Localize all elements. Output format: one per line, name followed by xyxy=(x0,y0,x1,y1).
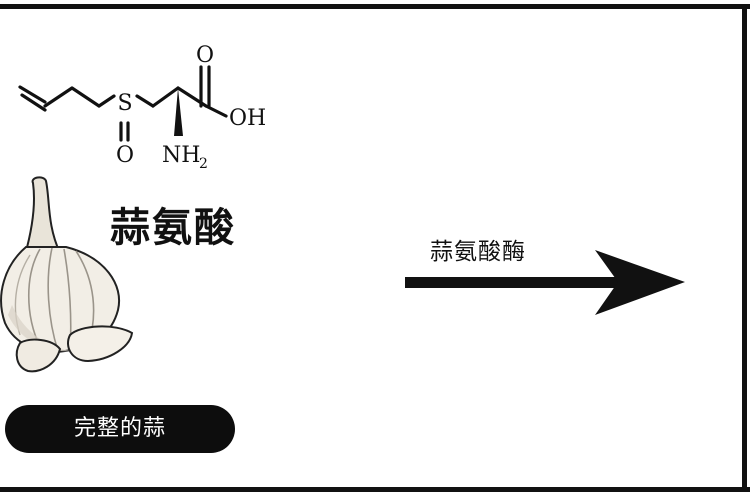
hydroxyl-group: OH xyxy=(229,106,266,131)
allyl-bond-1 xyxy=(43,86,74,108)
amine-group: NH xyxy=(162,143,200,168)
enzyme-label: 蒜氨酸酶 xyxy=(430,239,526,265)
alliin-structure: S O O OH NH 2 xyxy=(18,43,266,172)
c-oh-bond xyxy=(204,104,228,118)
wedge-bond xyxy=(174,88,183,136)
frame-top-border xyxy=(0,4,750,9)
sulfoxide-oxygen-atom: O xyxy=(116,143,134,168)
frame-bottom-border xyxy=(0,487,750,492)
ch2-calpha-bond xyxy=(151,86,180,108)
frame-right-border xyxy=(742,4,747,492)
reaction-arrow-icon xyxy=(405,250,685,315)
amine-subscript: 2 xyxy=(199,156,208,172)
s-c-bond xyxy=(135,94,155,108)
garlic-label-pill xyxy=(5,405,235,453)
allyl-bond-2 xyxy=(70,86,101,108)
compound-name: 蒜氨酸 xyxy=(110,205,236,251)
sulfur-atom: S xyxy=(117,91,132,116)
carbonyl-oxygen-atom: O xyxy=(196,43,214,68)
allyl-double-bond-b xyxy=(20,93,47,112)
c-s-bond xyxy=(97,94,116,108)
allyl-double-bond-a xyxy=(18,85,47,104)
garlic-label: 完整的蒜 xyxy=(73,416,166,441)
garlic-bulb-icon xyxy=(0,176,134,373)
